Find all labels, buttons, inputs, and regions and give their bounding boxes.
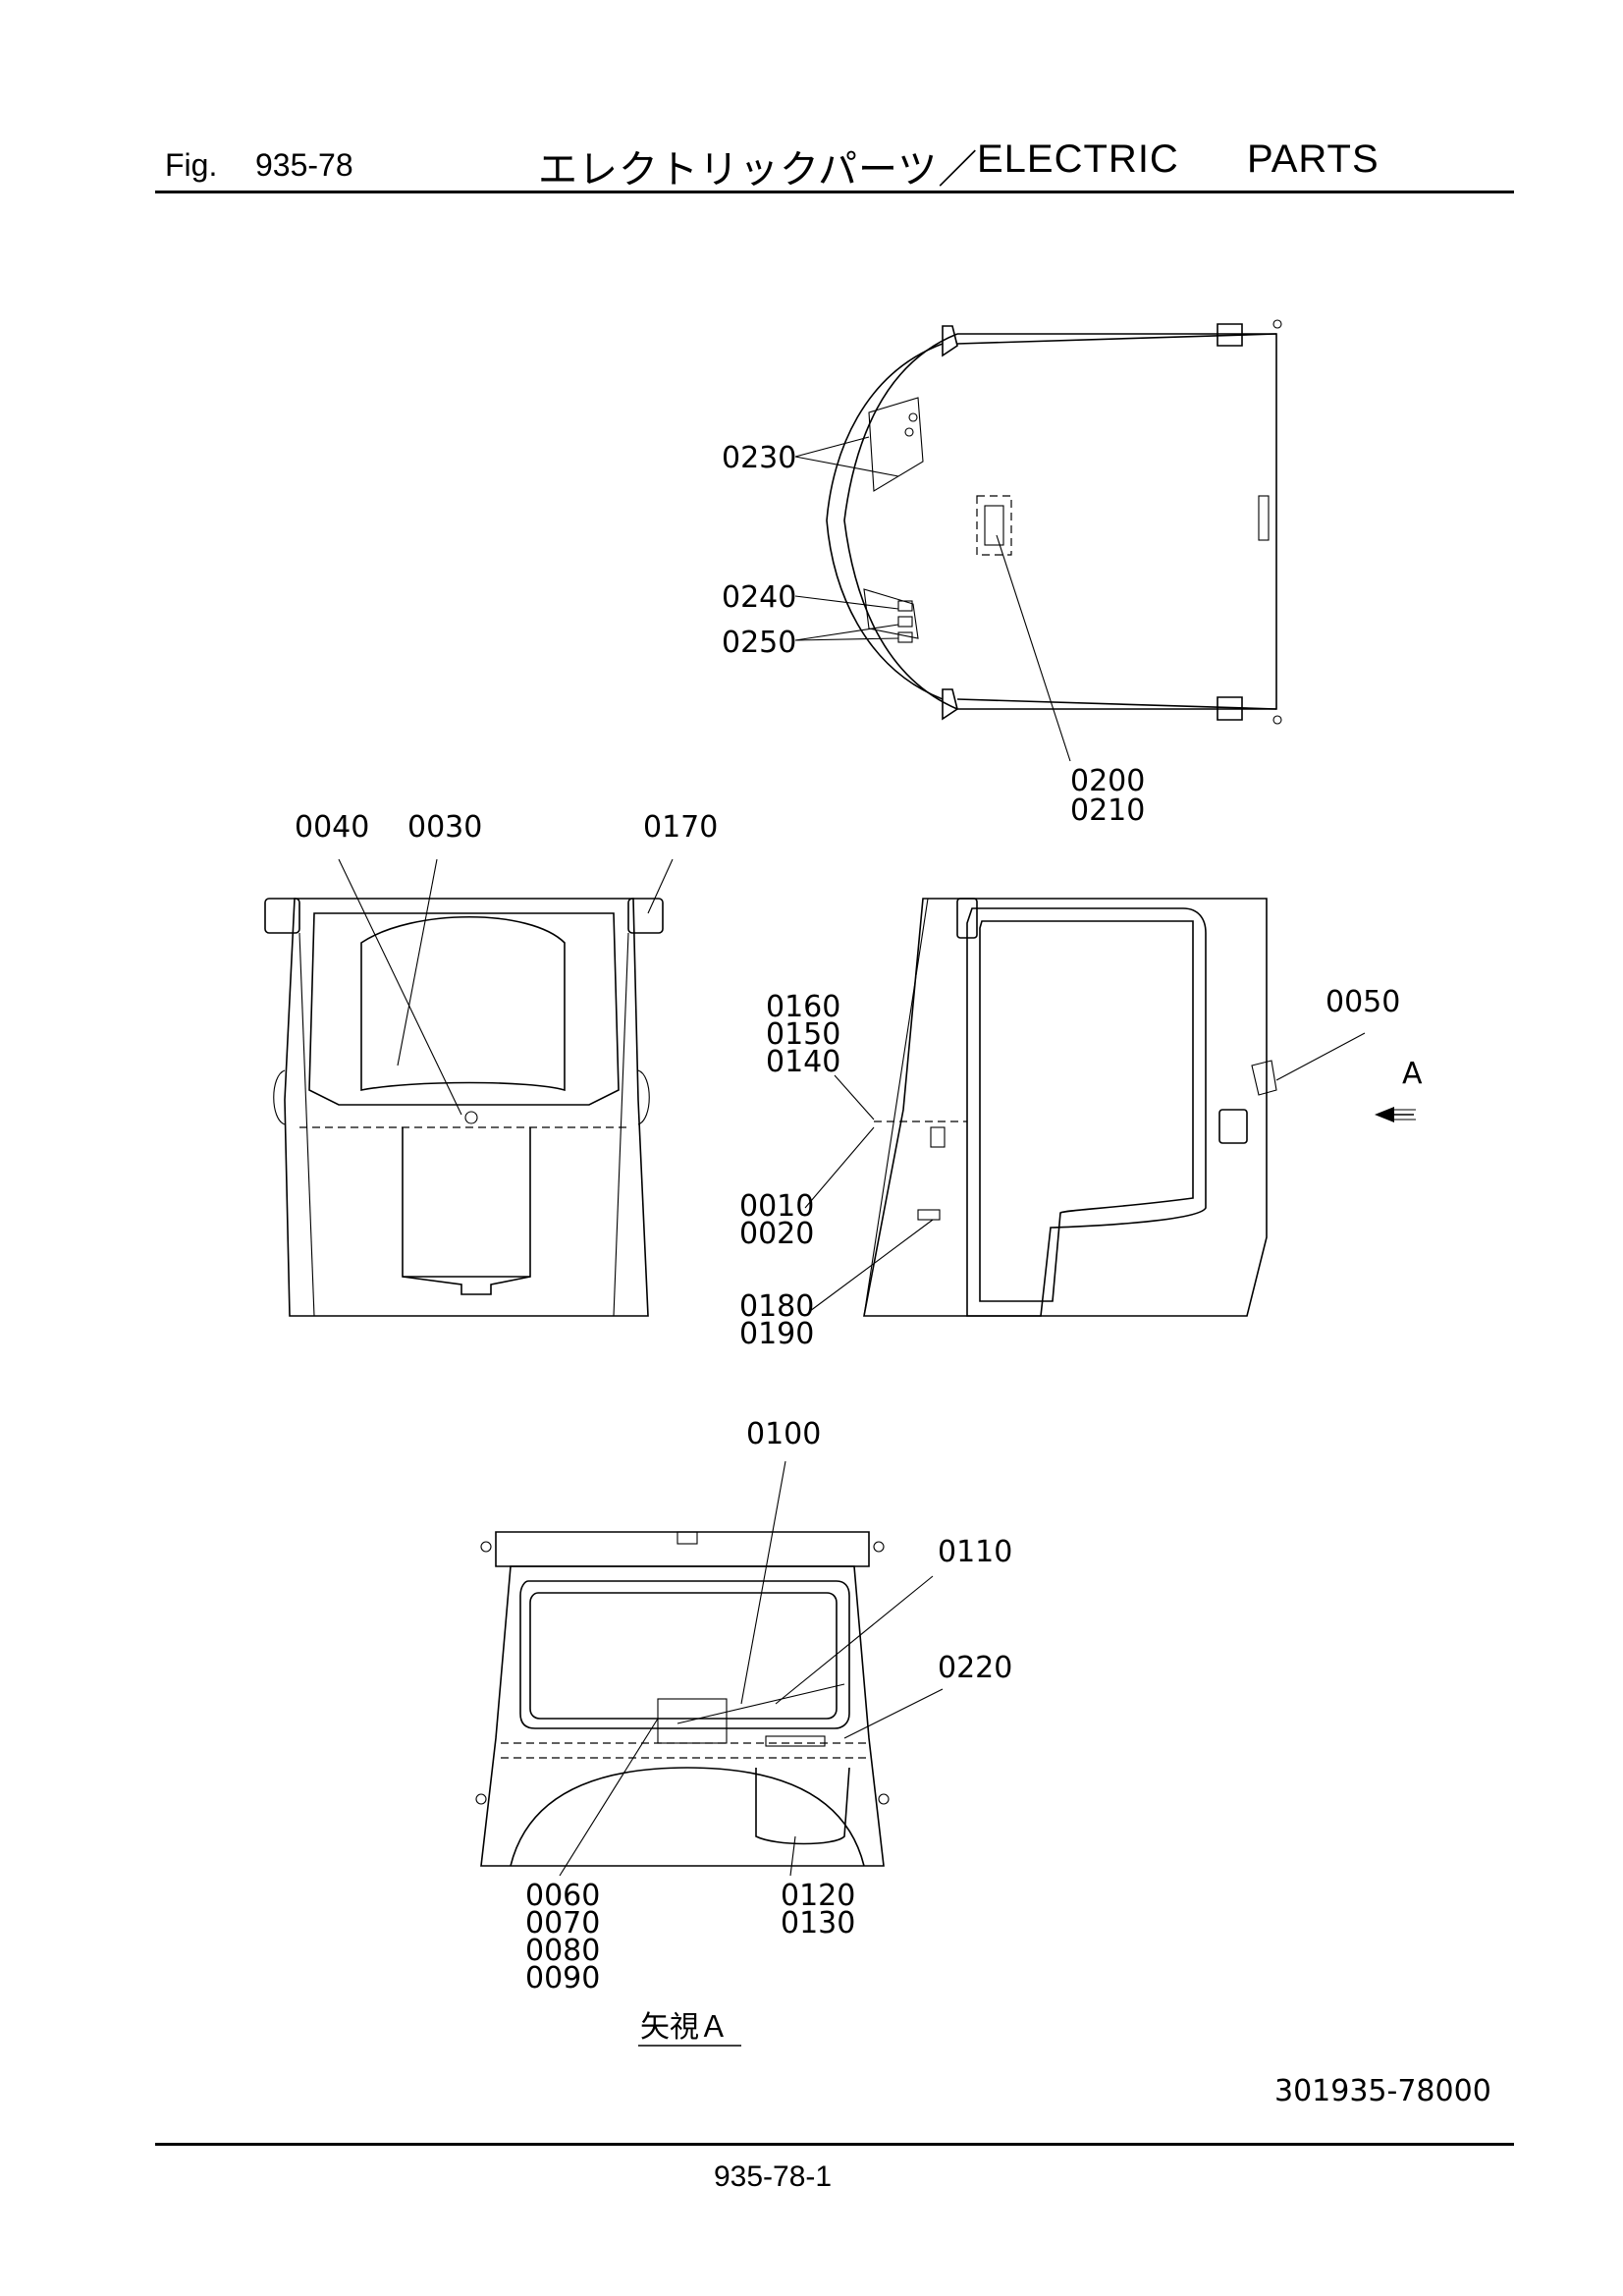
- figure-label: Fig.: [165, 147, 218, 183]
- callout-0020: 0020: [739, 1217, 814, 1251]
- side-view-drawing: [863, 898, 1277, 1317]
- callout-0040: 0040: [295, 810, 369, 845]
- callout-0090: 0090: [525, 1961, 600, 1995]
- page-title-english: ELECTRIC: [977, 137, 1179, 181]
- callout-0180: 0180: [739, 1289, 814, 1324]
- figure-number: 935-78: [255, 147, 353, 183]
- callout-0060: 0060: [525, 1879, 600, 1913]
- footer-rule: [155, 2143, 1514, 2146]
- callout-labels: 0230 0240 0250 0200 0210 0040 0030 0170 …: [295, 441, 1423, 2045]
- callout-0190: 0190: [739, 1317, 814, 1351]
- page-number: 935-78-1: [714, 2160, 833, 2193]
- callout-0010: 0010: [739, 1189, 814, 1224]
- callout-0120: 0120: [781, 1879, 855, 1913]
- view-a-label: 矢視Ａ: [640, 2010, 729, 2045]
- callout-0150: 0150: [766, 1017, 840, 1052]
- callout-0210: 0210: [1070, 793, 1145, 828]
- callout-0220: 0220: [938, 1651, 1012, 1685]
- callout-0200: 0200: [1070, 764, 1145, 798]
- callout-0110: 0110: [938, 1535, 1012, 1569]
- front-view-drawing: [264, 898, 664, 1317]
- callout-0240: 0240: [722, 580, 796, 615]
- callout-0030: 0030: [407, 810, 482, 845]
- header-rule: [155, 191, 1514, 193]
- callout-0140: 0140: [766, 1045, 840, 1079]
- page-title-japanese: エレクトリックパーツ／: [538, 148, 979, 191]
- view-arrow-a: [1375, 1107, 1416, 1122]
- callout-0080: 0080: [525, 1934, 600, 1968]
- rear-view-drawing: [475, 1531, 890, 1867]
- callout-0070: 0070: [525, 1906, 600, 1941]
- leader-lines: [338, 436, 1366, 2047]
- drawing-number: 301935-78000: [1274, 2074, 1491, 2108]
- callout-0050: 0050: [1325, 985, 1400, 1019]
- callout-0230: 0230: [722, 441, 796, 475]
- page-title-parts: PARTS: [1247, 137, 1380, 181]
- callout-0100: 0100: [746, 1417, 821, 1451]
- callout-0130: 0130: [781, 1906, 855, 1941]
- callout-0250: 0250: [722, 626, 796, 660]
- top-view-drawing: [826, 319, 1282, 725]
- view-arrow-label: A: [1402, 1057, 1423, 1091]
- callout-0170: 0170: [643, 810, 718, 845]
- callout-0160: 0160: [766, 990, 840, 1024]
